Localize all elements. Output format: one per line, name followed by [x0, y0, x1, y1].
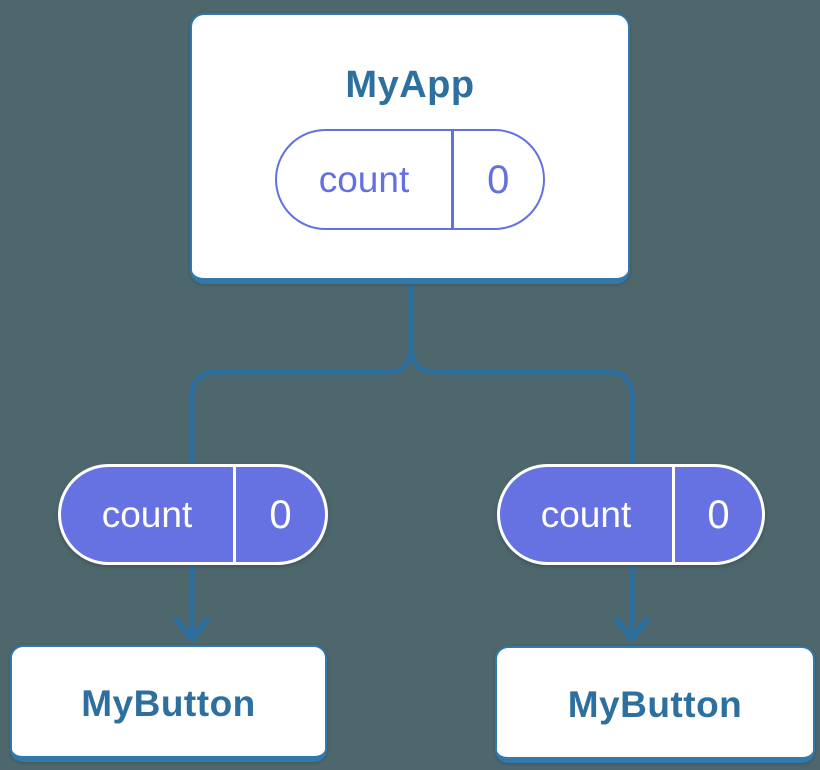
prop-value-label: 0 [707, 492, 730, 537]
node-mybutton-left: MyButton [10, 645, 327, 762]
prop-pill-right: count 0 [497, 464, 765, 565]
prop-name-label: count [540, 494, 632, 535]
arrow-down-left-icon [174, 617, 210, 642]
prop-name-label: count [101, 494, 193, 535]
node-mybutton-right: MyButton [495, 646, 815, 763]
pill-divider [451, 131, 454, 228]
state-value-label: 0 [487, 157, 510, 202]
node-myapp-label: MyApp [345, 64, 475, 106]
pill-divider [233, 467, 236, 562]
state-name-label: count [318, 159, 410, 200]
prop-pill-left: count 0 [58, 464, 328, 565]
arrow-down-right-icon [614, 617, 650, 642]
connector-root-to-left-pill [189, 284, 414, 466]
node-myapp: MyApp count 0 [190, 13, 630, 284]
node-mybutton-right-label: MyButton [567, 683, 743, 725]
pill-divider [672, 467, 675, 562]
state-pill-myapp: count 0 [275, 129, 545, 230]
connector-root-to-right-pill [408, 284, 635, 466]
prop-value-label: 0 [269, 492, 292, 537]
node-mybutton-left-label: MyButton [81, 682, 256, 724]
